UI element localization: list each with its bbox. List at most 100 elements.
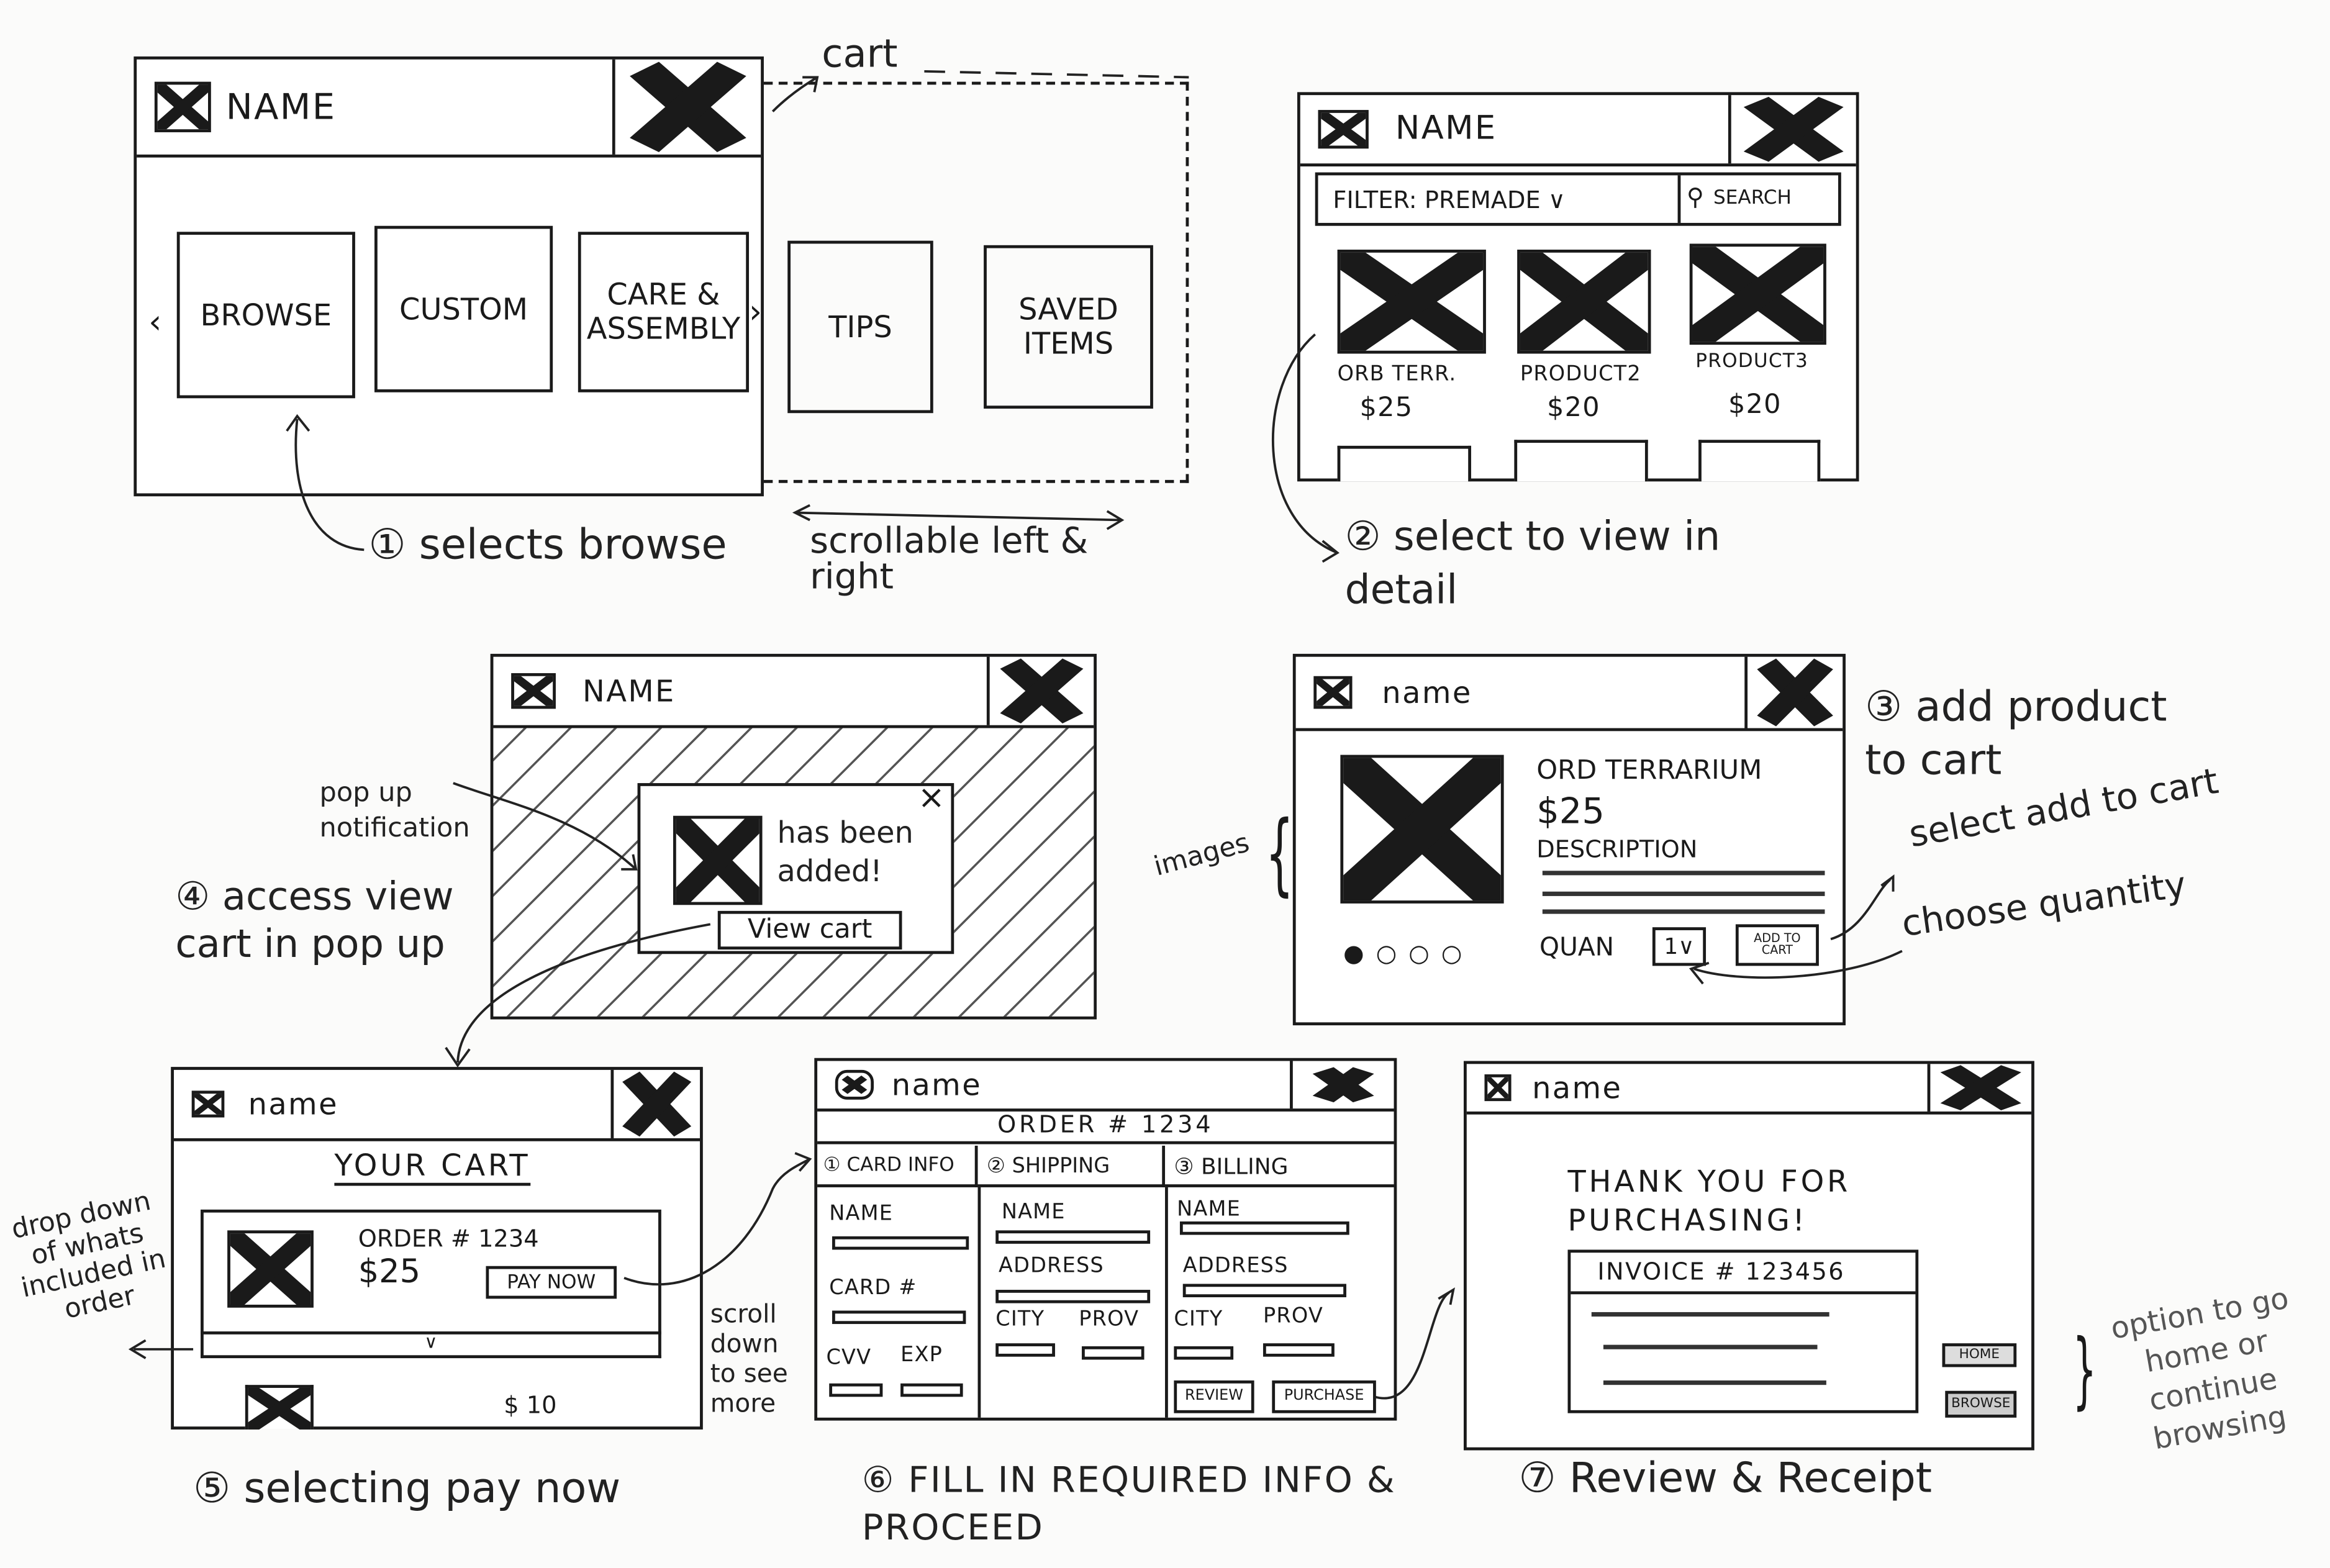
- step6-caption: ⑥ FILL IN REQUIRED INFO & PROCEED: [861, 1459, 1397, 1549]
- popup-close-icon[interactable]: ×: [917, 780, 945, 818]
- shipping-name-input[interactable]: [995, 1230, 1151, 1244]
- close-icon[interactable]: [1728, 95, 1856, 164]
- step7-caption: ⑦ Review & Receipt: [1518, 1453, 1933, 1503]
- images-annotation: images: [1151, 827, 1253, 883]
- view-cart-button[interactable]: View cart: [717, 910, 902, 950]
- options-brace: }: [2072, 1322, 2097, 1420]
- search-icon: ⚲: [1686, 183, 1704, 211]
- invoice-number: INVOICE # 123456: [1571, 1253, 1916, 1295]
- order-price: $25: [358, 1254, 421, 1292]
- logo-placeholder-icon: [1313, 676, 1353, 709]
- popup-notification-annotation: pop up notification: [319, 777, 470, 845]
- close-icon[interactable]: [1927, 1064, 2032, 1112]
- browse-button[interactable]: BROWSE: [1945, 1390, 2017, 1418]
- add-to-cart-button[interactable]: ADD TO CART: [1735, 924, 1819, 966]
- filter-dropdown[interactable]: FILTER: PREMADE ∨: [1333, 186, 1566, 214]
- shipping-city-input[interactable]: [995, 1343, 1055, 1357]
- product-image-placeholder: [1517, 250, 1651, 354]
- tile-saved-items[interactable]: SAVED ITEMS: [984, 245, 1153, 409]
- product-name: ORB TERR.: [1337, 362, 1457, 387]
- close-icon[interactable]: [610, 1069, 700, 1138]
- quantity-label: QUAN: [1539, 933, 1615, 963]
- cvv-input[interactable]: [829, 1383, 883, 1397]
- cart-heading: YOUR CART: [334, 1147, 531, 1186]
- field-label: NAME: [829, 1202, 894, 1226]
- scroll-right-chevron-icon[interactable]: ›: [749, 294, 763, 332]
- title-bar: name: [173, 1069, 700, 1141]
- tile-custom[interactable]: CUSTOM: [374, 225, 553, 392]
- tab-shipping[interactable]: ② SHIPPING: [977, 1145, 1166, 1187]
- product-name: PRODUCT2: [1520, 362, 1641, 387]
- invoice-panel: INVOICE # 123456: [1567, 1249, 1919, 1413]
- quantity-dropdown[interactable]: 1∨: [1652, 927, 1707, 966]
- product-price: $20: [1547, 392, 1600, 424]
- billing-name-input[interactable]: [1179, 1221, 1349, 1235]
- shipping-prov-input[interactable]: [1082, 1346, 1145, 1360]
- field-label: NAME: [1177, 1197, 1241, 1221]
- billing-city-input[interactable]: [1174, 1346, 1234, 1360]
- product-price: $25: [1359, 392, 1413, 424]
- close-icon[interactable]: [1744, 656, 1843, 728]
- shipping-address-input[interactable]: [995, 1290, 1151, 1303]
- card-number-input[interactable]: [832, 1310, 966, 1325]
- title-bar: NAME: [493, 656, 1094, 728]
- close-icon[interactable]: [612, 59, 761, 155]
- field-label: PROV: [1079, 1307, 1140, 1332]
- cart-dashed-line: [924, 70, 1189, 79]
- pay-now-button[interactable]: PAY NOW: [486, 1266, 617, 1299]
- order-number: ORDER # 1234: [358, 1224, 539, 1253]
- search-button[interactable]: ⚲ SEARCH: [1677, 175, 1838, 223]
- invoice-line: [1603, 1380, 1826, 1385]
- field-label: CARD #: [829, 1276, 917, 1300]
- field-label: EXP: [900, 1343, 943, 1367]
- home-button[interactable]: HOME: [1942, 1343, 2017, 1367]
- product-image-placeholder: [1514, 440, 1648, 482]
- scrollable-annotation: scrollable left & right: [810, 520, 1089, 597]
- exp-input[interactable]: [900, 1383, 963, 1397]
- screen7-receipt-window: name THANK YOU FOR PURCHASING! INVOICE #…: [1464, 1061, 2034, 1451]
- billing-prov-input[interactable]: [1262, 1343, 1335, 1357]
- order-number: ORDER # 1234: [817, 1108, 1394, 1144]
- option-annotation: option to go home or continue browsing: [2108, 1279, 2291, 1457]
- product-image-placeholder: [1337, 250, 1486, 354]
- chevron-down-icon: ∨: [424, 1331, 438, 1353]
- logo-placeholder-icon: [154, 81, 211, 132]
- screen3-popup-window: NAME × has been added! View cart: [490, 653, 1097, 1020]
- step1-annotation: ① selects browse: [368, 520, 727, 569]
- product-image-placeholder: [245, 1385, 314, 1430]
- field-label: CVV: [826, 1346, 872, 1371]
- screen5-cart-window: name YOUR CART ORDER # 1234 $25 PAY NOW …: [171, 1067, 703, 1430]
- app-name: name: [1382, 674, 1472, 710]
- thank-you-message: THANK YOU FOR PURCHASING!: [1567, 1163, 1851, 1238]
- title-bar: NAME: [137, 59, 761, 158]
- logo-placeholder-icon: [191, 1090, 225, 1118]
- tab-billing[interactable]: ③ BILLING: [1165, 1146, 1394, 1187]
- tile-care-assembly[interactable]: CARE & ASSEMBLY: [578, 232, 750, 392]
- field-label: NAME: [1001, 1200, 1066, 1225]
- tile-browse[interactable]: BROWSE: [176, 232, 355, 399]
- review-button[interactable]: REVIEW: [1174, 1380, 1254, 1413]
- popup-message: has been added!: [777, 814, 913, 889]
- scroll-left-chevron-icon[interactable]: ‹: [148, 304, 162, 342]
- screen2-browse-window: NAME FILTER: PREMADE ∨ ⚲ SEARCH ORB TERR…: [1297, 92, 1859, 482]
- product-image-placeholder: [1337, 445, 1471, 482]
- product-image-placeholder: [227, 1230, 314, 1308]
- close-icon[interactable]: [1290, 1061, 1394, 1109]
- description-line: [1542, 909, 1825, 914]
- image-carousel-dots[interactable]: ●○○○: [1343, 939, 1474, 968]
- field-label: CITY: [995, 1307, 1045, 1332]
- cart-order-item: ORDER # 1234 $25 PAY NOW: [201, 1209, 661, 1335]
- app-name: NAME: [1395, 111, 1497, 148]
- expand-order-dropdown[interactable]: ∨: [201, 1331, 661, 1359]
- app-name: name: [1532, 1069, 1623, 1106]
- tile-tips[interactable]: TIPS: [787, 240, 933, 414]
- step3-annotation: ③ add product to cart: [1865, 682, 2167, 785]
- product-price: $20: [1728, 389, 1782, 421]
- billing-address-input[interactable]: [1182, 1284, 1346, 1298]
- tab-card-info[interactable]: ① CARD INFO: [817, 1145, 978, 1187]
- step4-annotation: ④ access view cart in pop up: [175, 875, 454, 968]
- purchase-button[interactable]: PURCHASE: [1272, 1380, 1376, 1413]
- close-icon[interactable]: [986, 656, 1094, 725]
- card-name-input[interactable]: [832, 1236, 969, 1250]
- screen4-product-detail-window: name ●○○○ ORD TERRARIUM $25 DESCRIPTION …: [1292, 653, 1846, 1026]
